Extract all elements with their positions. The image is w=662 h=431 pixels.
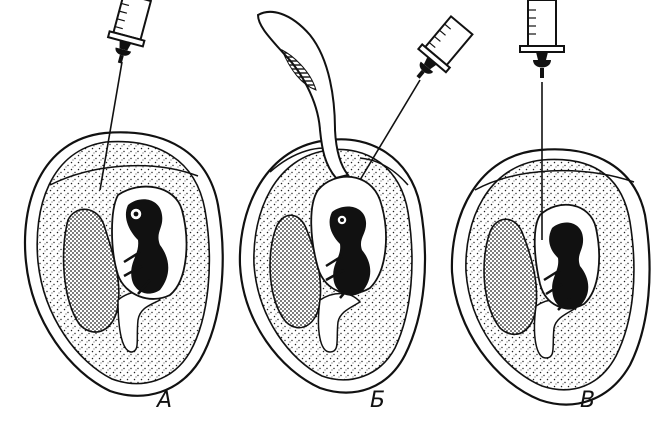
needle <box>359 79 421 181</box>
funnel <box>256 10 350 180</box>
panel-label-a: А <box>157 388 173 413</box>
needle <box>99 61 123 191</box>
air-cell <box>49 164 199 186</box>
syringe <box>106 0 153 64</box>
syringe <box>416 14 474 79</box>
air-cell <box>474 169 635 191</box>
syringe <box>519 0 565 78</box>
panel-label-c: В <box>580 388 596 413</box>
panel-c <box>450 0 651 406</box>
embryo <box>123 199 169 295</box>
panel-b <box>238 10 474 394</box>
panel-a <box>23 0 224 397</box>
embryo <box>325 206 371 299</box>
panel-label-b: Б <box>370 388 386 413</box>
embryo <box>543 222 589 311</box>
